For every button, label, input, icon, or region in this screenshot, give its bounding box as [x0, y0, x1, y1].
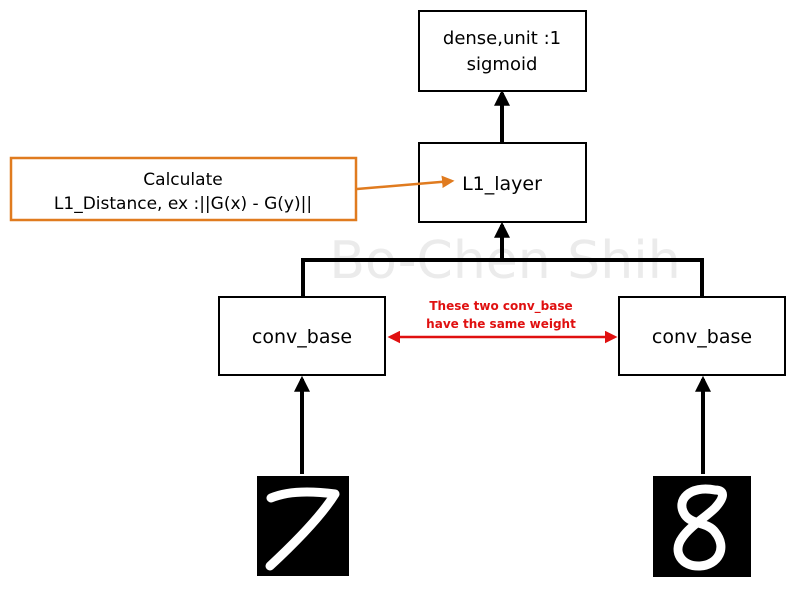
conv-base-left-label: conv_base — [252, 326, 352, 348]
l1-distance-callout: Calculate L1_Distance, ex :||G(x) - G(y)… — [9, 156, 358, 222]
digit-7-stroke — [265, 487, 340, 571]
shared-weight-note-line1: These two conv_base — [429, 299, 572, 314]
callout-arrow — [356, 175, 455, 191]
input-digit-7-image — [257, 476, 349, 576]
conv-base-right-label: conv_base — [652, 326, 752, 348]
digit-8-stroke — [673, 484, 727, 571]
l1-layer-label: L1_layer — [462, 173, 542, 195]
callout-line2: L1_Distance, ex :||G(x) - G(y)|| — [54, 194, 312, 214]
dense-node: dense,unit :1 sigmoid — [418, 10, 587, 92]
callout-line1: Calculate — [143, 170, 222, 190]
conv-base-right-node: conv_base — [618, 296, 786, 376]
dense-label-line1: dense,unit :1 — [443, 28, 561, 49]
conv-base-left-node: conv_base — [218, 296, 386, 376]
shared-weight-note-line2: have the same weight — [426, 317, 576, 331]
dense-label-line2: sigmoid — [467, 54, 538, 75]
input-digit-8-image — [653, 476, 751, 577]
